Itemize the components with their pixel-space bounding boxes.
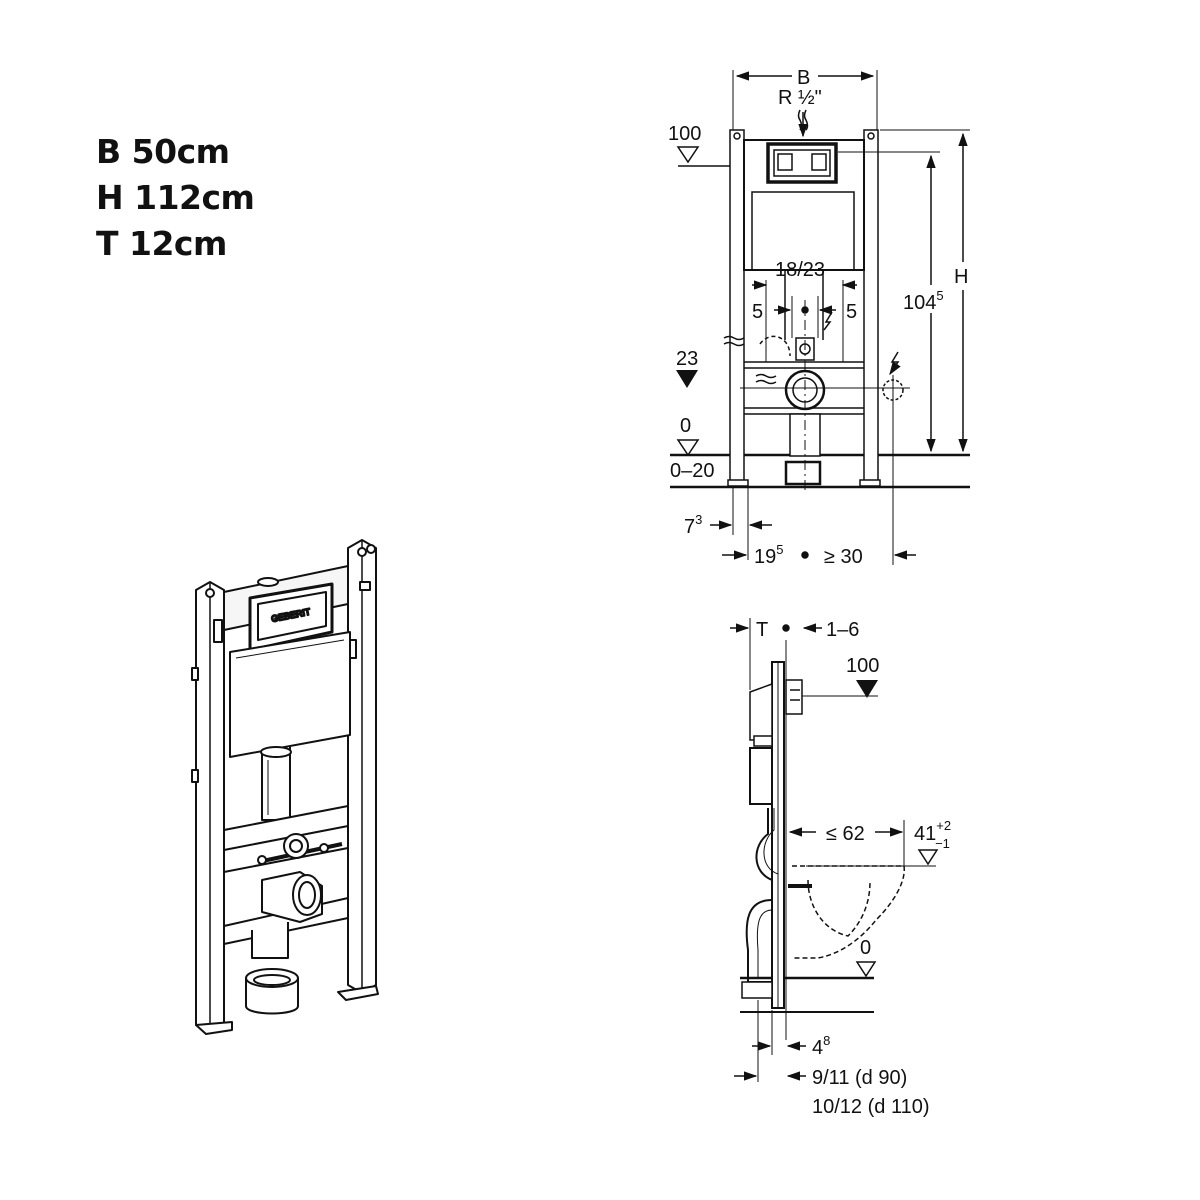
front-dim-5-left: 5 [752,301,763,323]
front-view-labels: B R ½" 100 23 0 0–20 18/23 5 5 H 1045 73… [668,67,968,568]
side-dim-4: 48 [812,1033,830,1059]
front-dim-ge30: ≥ 30 [824,546,863,568]
side-view [730,618,939,1082]
front-dim-18-23: 18/23 [775,259,825,281]
front-dim-5-right: 5 [846,301,857,323]
front-level-23: 23 [676,348,698,370]
side-dim-41: 41+2−1 [914,818,951,851]
side-level-100: 100 [846,655,879,677]
front-dim-104: 1045 [903,288,944,314]
front-thread: R ½" [778,87,822,109]
side-dim-1-6: 1–6 [826,619,859,641]
side-level-0: 0 [860,937,871,959]
side-view-labels: T 1–6 100 ≤ 62 41+2−1 0 48 9/11 (d 90) 1… [756,619,951,1118]
front-level-range: 0–20 [670,460,715,482]
level-23-marker [676,370,698,388]
front-width-symbol: B [797,67,810,89]
spec-width: B 50cm [96,132,230,171]
product-illustration: GEBERIT [191,539,379,1035]
front-view [670,70,970,565]
side-dim-9-11: 9/11 (d 90) [812,1067,907,1089]
side-depth-symbol: T [756,619,768,641]
front-height-symbol: H [954,266,968,288]
spec-height: H 112cm [96,178,255,217]
front-dim-7: 73 [684,512,702,538]
side-level-100-marker [856,680,878,698]
front-level-100: 100 [668,123,701,145]
front-level-0: 0 [680,415,691,437]
side-dim-10-12: 10/12 (d 110) [812,1096,930,1118]
front-dim-19: 195 [754,542,783,568]
spec-depth: T 12cm [96,224,227,263]
side-dim-le62: ≤ 62 [826,823,865,845]
